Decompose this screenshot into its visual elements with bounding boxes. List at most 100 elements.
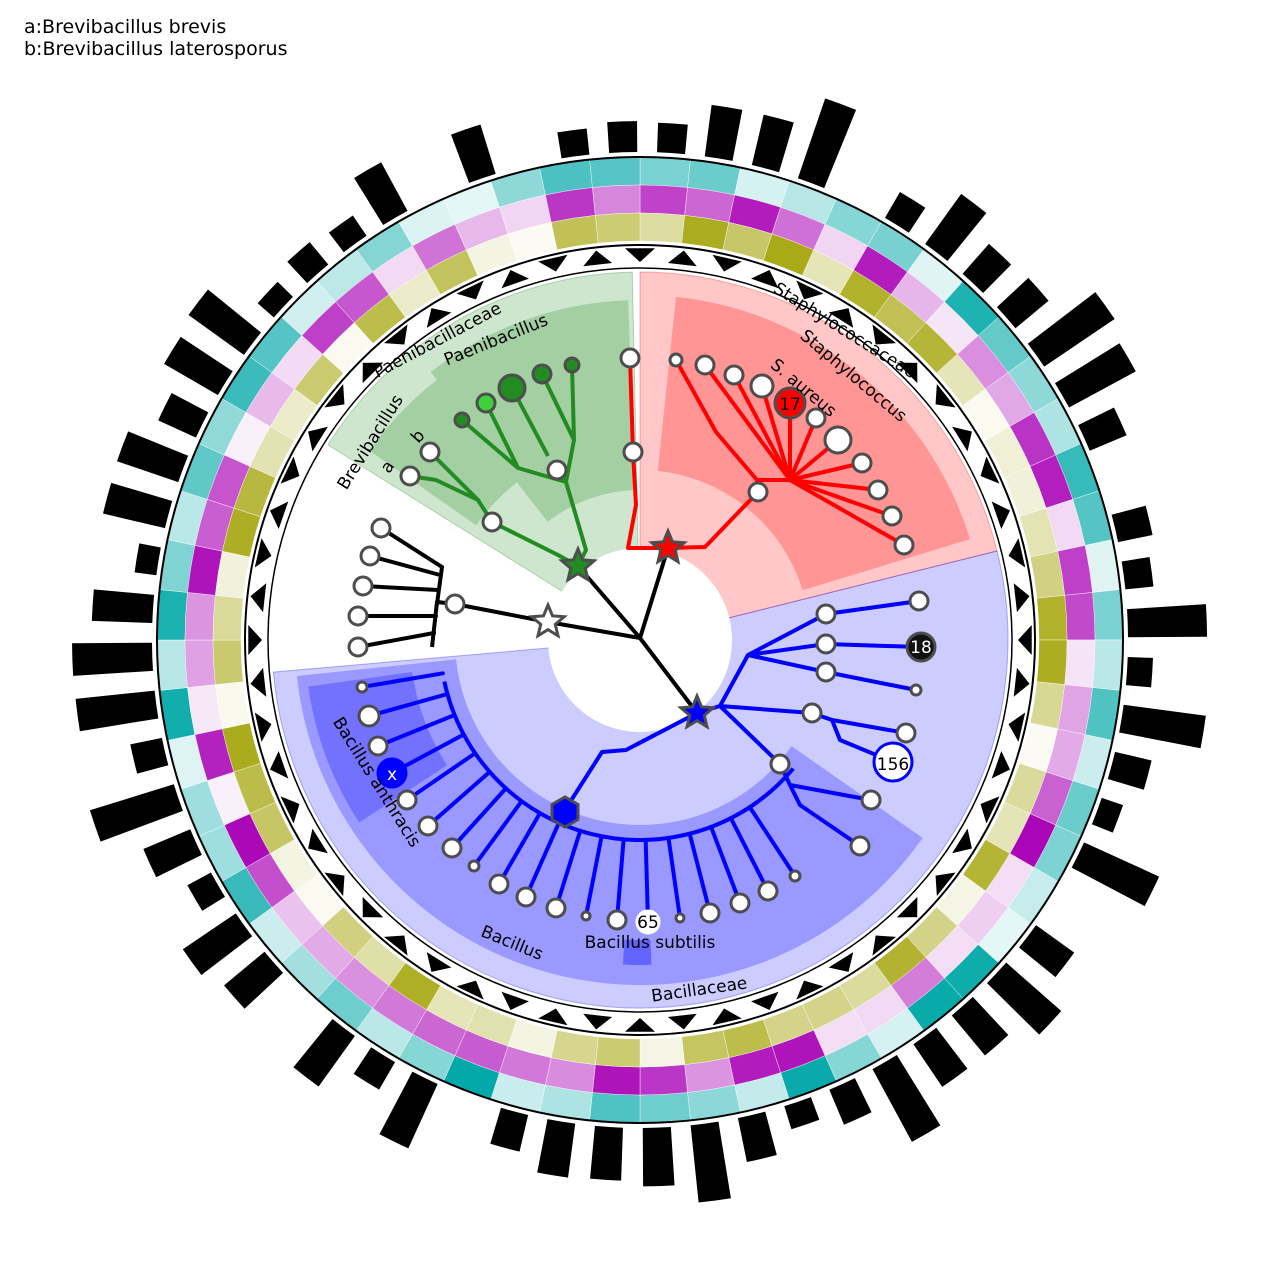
bar [72, 642, 153, 676]
bar [996, 277, 1049, 329]
branch [450, 786, 508, 850]
leaf-node-green [453, 411, 471, 429]
star-node-green [558, 545, 598, 583]
branch [718, 704, 782, 766]
triangle-marker [250, 583, 267, 613]
branch [709, 824, 742, 905]
bar [224, 951, 284, 1009]
branch [435, 565, 444, 606]
leaf-node-green [475, 392, 497, 414]
triangle-marker [280, 796, 300, 824]
branch [719, 704, 813, 715]
bar [925, 193, 987, 262]
triangle-marker [538, 1008, 568, 1026]
leaf-node [867, 479, 889, 501]
bar [451, 124, 496, 183]
teal-cell [156, 639, 188, 691]
branch [747, 805, 797, 878]
outer-bar-ring [72, 98, 1208, 1203]
leaf-node-156 [872, 741, 914, 783]
tree-nodes [347, 347, 937, 935]
star-node-white [528, 601, 568, 639]
triangle-marker [935, 872, 956, 896]
bar [293, 1018, 355, 1087]
branch [666, 835, 682, 920]
brevibacillus-sector [369, 379, 517, 526]
leaf-node-65 [635, 909, 661, 935]
branch [356, 631, 436, 649]
bar [130, 737, 169, 774]
magenta-cell [639, 184, 688, 216]
node-label-156: 156 [877, 755, 909, 775]
internal-node [481, 511, 503, 533]
magenta-cell [184, 639, 216, 688]
branch [524, 820, 561, 899]
legend-entry-a: a:Brevibacillus brevis [24, 16, 227, 38]
triangle-marker [538, 254, 568, 272]
bar [182, 913, 253, 976]
triangle-marker [362, 896, 384, 918]
triangle-marker [872, 935, 896, 956]
leaf-node [723, 364, 745, 386]
branch [732, 373, 792, 482]
bar [188, 289, 262, 355]
triangle-marker [248, 624, 262, 656]
triangle-marker [254, 712, 272, 742]
triangle-marker [935, 384, 956, 408]
bar [187, 872, 226, 911]
leaf-node [788, 869, 802, 883]
leaf-node [622, 441, 644, 463]
bar [962, 243, 1012, 293]
leaf-node [417, 815, 439, 837]
leaf-node [352, 575, 374, 597]
triangle-marker [1008, 538, 1026, 568]
leaf-node [347, 636, 369, 658]
bar [1018, 925, 1075, 978]
triangle-marker [667, 250, 697, 267]
branch [584, 834, 604, 918]
bar [884, 191, 926, 233]
leaf-node [769, 753, 791, 775]
triangle-marker [280, 456, 300, 484]
magenta-cell [592, 1064, 641, 1096]
branch [428, 450, 480, 502]
triangle-marker [991, 751, 1011, 779]
bar [353, 1047, 396, 1090]
teal-cell [639, 156, 691, 188]
bar [657, 122, 688, 155]
leaf-node [815, 603, 837, 625]
magenta-cell [1064, 639, 1096, 688]
triangle-marker [796, 280, 824, 300]
leaf-node [488, 873, 510, 895]
triangle-marker [456, 280, 484, 300]
leaf-node [815, 633, 837, 655]
leaf-node [580, 910, 592, 922]
bar [557, 128, 590, 159]
leaf-node [545, 897, 567, 919]
triangle-marker [384, 935, 408, 956]
olive-cell [639, 1036, 685, 1068]
olive-heatmap-ring [212, 212, 1068, 1068]
branch [460, 418, 520, 470]
triangle-marker [308, 426, 328, 452]
bar [379, 1071, 438, 1149]
bar [537, 1119, 576, 1178]
bar [704, 104, 743, 161]
branch [788, 784, 862, 848]
triangle-marker [751, 991, 779, 1011]
abbreviation-legend: a:Brevibacillus brevis b:Brevibacillus l… [24, 16, 288, 60]
triangle-marker [712, 1008, 742, 1026]
triangle-marker [324, 384, 345, 408]
bar [751, 114, 794, 173]
bar [1125, 657, 1153, 688]
paenibacillus-sector [430, 300, 635, 522]
triangle-marker [269, 751, 289, 779]
leaf-node [396, 789, 418, 811]
ring-border [267, 267, 1013, 1013]
branch [376, 713, 457, 748]
triangle-marker-ring [248, 248, 1032, 1032]
teal-cell [156, 589, 188, 641]
triangle-marker [1008, 712, 1026, 742]
leaf-node [347, 605, 369, 627]
branch [728, 816, 770, 893]
